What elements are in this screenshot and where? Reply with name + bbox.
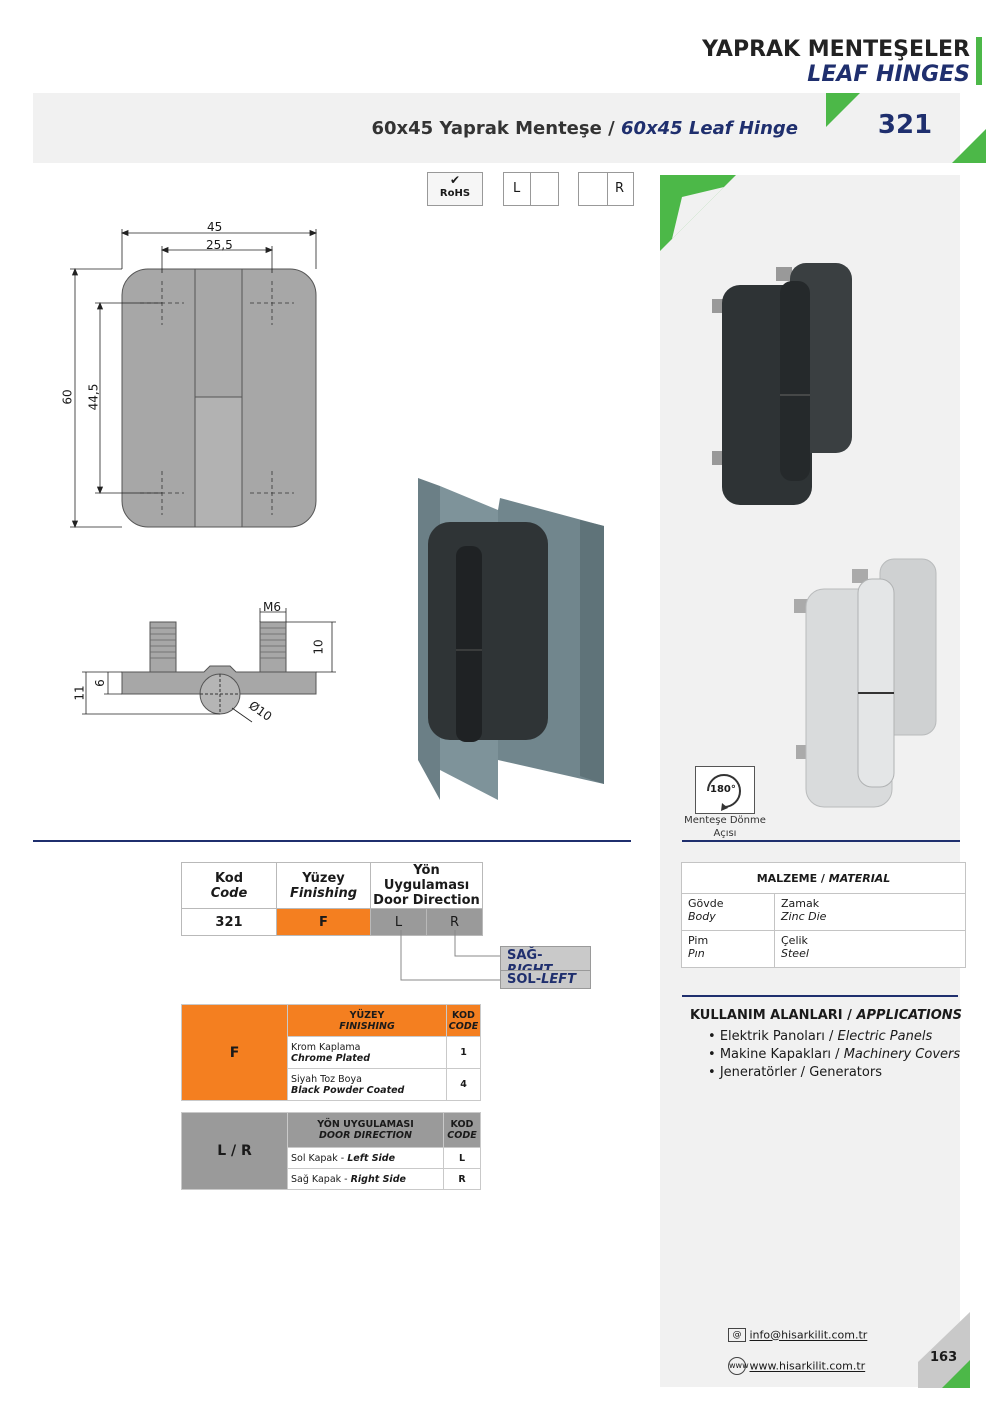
- right-direction-badge: R: [578, 172, 634, 206]
- rohs-label: RoHS: [439, 188, 471, 199]
- product-header-band: [33, 93, 960, 163]
- dim-25-5-label: 25,5: [206, 238, 233, 252]
- right-direction-label: R: [615, 181, 625, 196]
- direction-connector-lines: [400, 930, 500, 981]
- rotate-180-icon: [707, 774, 741, 811]
- applications-title: KULLANIM ALANLARI / APPLICATIONS: [689, 1008, 963, 1023]
- dim-11-label: 11: [72, 685, 87, 701]
- rohs-check-icon: ✔: [449, 173, 461, 187]
- code-corner-decor: [826, 93, 986, 163]
- finishing-cell: F: [276, 908, 371, 936]
- panel-corner-decor: [660, 175, 736, 251]
- product-title-en: 60x45 Leaf Hinge: [620, 118, 798, 139]
- left-direction-badge: L: [503, 172, 559, 206]
- website-link[interactable]: www.hisarkilit.com.tr: [749, 1359, 866, 1373]
- dim-m6-label: M6: [263, 600, 281, 614]
- header-title-en: LEAF HINGES: [807, 62, 970, 87]
- page-corner-decor: [918, 1312, 970, 1388]
- left-divider: [33, 840, 631, 842]
- rotation-label-line2: Açısı: [713, 828, 737, 839]
- application-item: • Makine Kapakları / Machinery Covers: [708, 1047, 961, 1062]
- left-cell: L: [370, 908, 427, 936]
- applications-divider: [682, 995, 958, 997]
- dim-60-label: 60: [60, 389, 75, 405]
- chrome-hinge-photo: [794, 558, 937, 808]
- applications-list: • Elektrik Panoları / Electric Panels • …: [708, 1028, 968, 1082]
- direction-row: Sağ Kapak - Right Side: [287, 1168, 444, 1190]
- dim-6-label: 6: [92, 679, 107, 687]
- email-row[interactable]: @ info@hisarkilit.com.tr: [728, 1328, 867, 1342]
- rotation-label-line1: Menteşe Dönme: [684, 815, 766, 826]
- direction-key-cell: L / R: [181, 1112, 288, 1190]
- material-header: MALZEME / MATERIAL: [681, 862, 966, 894]
- website-row[interactable]: www www.hisarkilit.com.tr: [728, 1357, 865, 1375]
- dim-45-label: 45: [207, 220, 223, 234]
- rohs-badge: ✔ RoHS: [427, 172, 483, 206]
- product-code: 321: [877, 110, 933, 140]
- front-view-drawing: [70, 229, 318, 529]
- dim-10-label: 10: [311, 639, 326, 655]
- code-cell: 321: [181, 908, 277, 936]
- application-item: • Jeneratörler / Generators: [708, 1065, 882, 1080]
- rotation-label: Menteşe Dönme Açısı: [670, 814, 780, 840]
- product-title: 60x45 Yaprak Menteşe / 60x45 Leaf Hinge: [340, 118, 798, 139]
- finishing-key-cell: F: [181, 1004, 288, 1101]
- rotation-angle-icon: 180°: [695, 766, 755, 814]
- black-hinge-photo: [712, 263, 852, 505]
- rotation-angle-value: 180°: [710, 784, 736, 795]
- direction-row-code: L: [443, 1147, 481, 1169]
- page-number: 163: [930, 1350, 958, 1365]
- left-tag: SOL-LEFT: [500, 970, 591, 989]
- email-icon: @: [728, 1328, 746, 1342]
- direction-row: Sol Kapak - Left Side: [287, 1147, 444, 1169]
- direction-row-code: R: [443, 1168, 481, 1190]
- header-title-block: YAPRAK MENTEŞELER LEAF HINGES: [702, 37, 970, 87]
- side-view-drawing: [82, 608, 336, 723]
- header-title-tr: YAPRAK MENTEŞELER: [702, 37, 970, 62]
- email-link[interactable]: info@hisarkilit.com.tr: [749, 1328, 868, 1342]
- product-title-sep: /: [608, 118, 615, 139]
- dim-44-5-label: 44,5: [86, 383, 101, 411]
- finishing-row-code: 4: [446, 1068, 481, 1101]
- hinge-mounted-image: [418, 478, 604, 800]
- right-divider: [682, 840, 960, 842]
- left-direction-label: L: [513, 181, 521, 196]
- finishing-row-code: 1: [446, 1036, 481, 1069]
- application-item: • Elektrik Panoları / Electric Panels: [708, 1029, 933, 1044]
- product-title-tr: 60x45 Yaprak Menteşe: [371, 118, 602, 139]
- globe-icon: www: [728, 1357, 749, 1375]
- header-accent-bar: [976, 37, 982, 85]
